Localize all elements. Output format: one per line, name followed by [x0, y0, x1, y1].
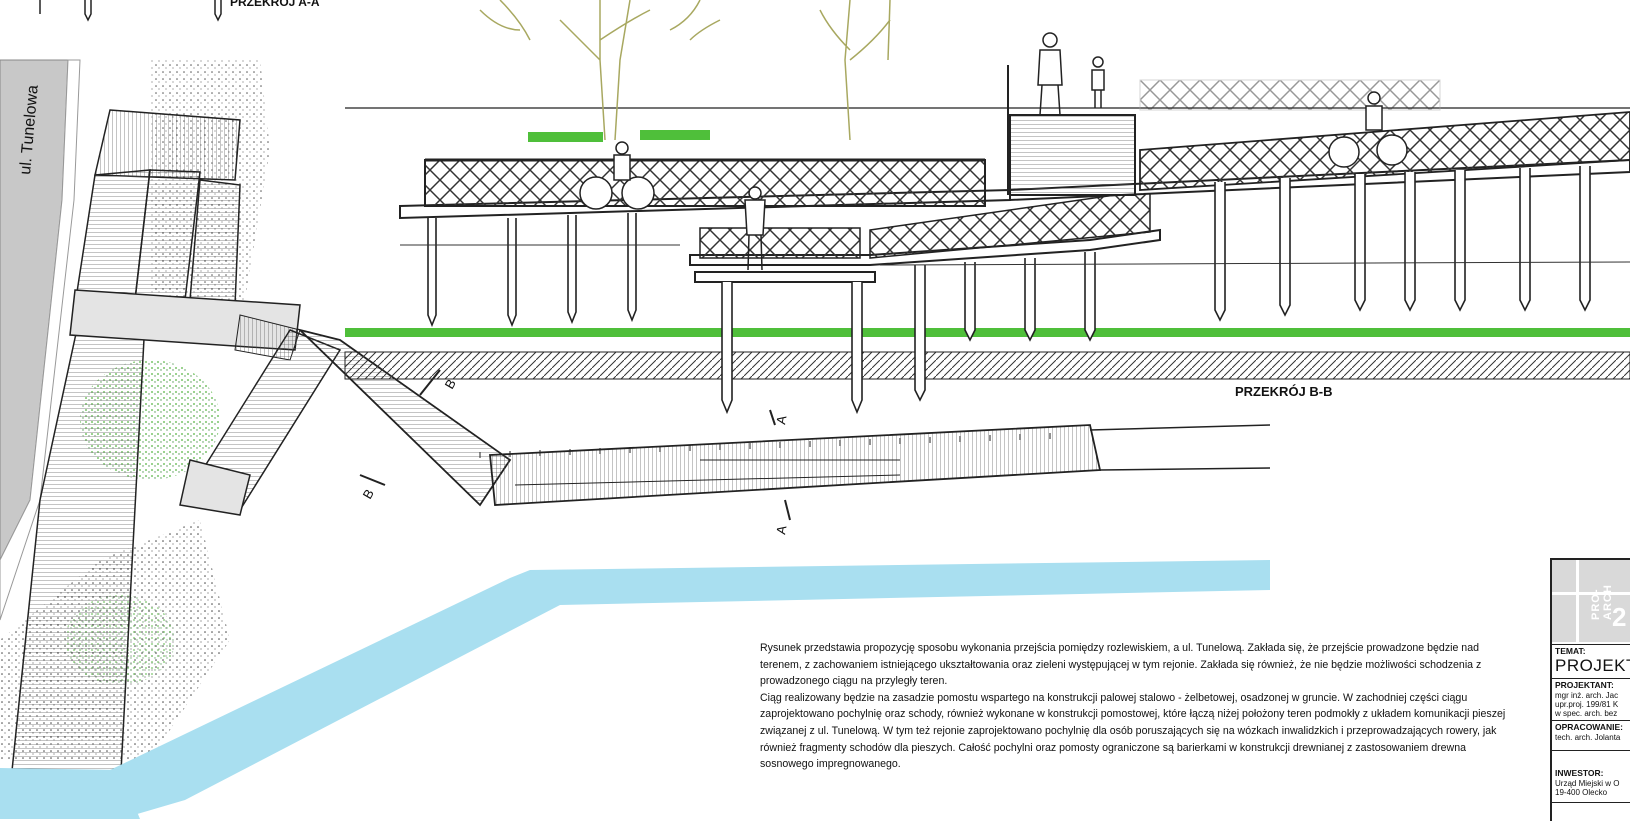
railing-panel: [1139, 79, 1441, 111]
grass-strip: [528, 132, 603, 142]
projektant-line: w spec. arch. bez: [1555, 709, 1618, 718]
title-block: PRO-ARCH 2 TEMAT: PROJEKT PROJEKTANT: mg…: [1550, 558, 1630, 821]
landing-elevation: [694, 271, 876, 283]
description-line: terenem, z zachowaniem istniejącego uksz…: [760, 658, 1482, 671]
walkway-plan: [489, 424, 1102, 506]
pile: [1404, 172, 1416, 312]
company-logo: PRO-ARCH 2: [1552, 560, 1630, 642]
cyclist-wheel: [579, 176, 613, 210]
cut-label-a: A: [773, 414, 789, 425]
pile: [1214, 182, 1226, 322]
logo-number: 2: [1612, 602, 1627, 632]
pile: [1084, 252, 1096, 342]
section-title-top: PRZEKRÓJ A-A: [230, 0, 320, 9]
pile: [851, 282, 863, 415]
cyclist-wheel: [1328, 136, 1360, 168]
pile: [1354, 174, 1366, 312]
section-title-bb: PRZEKRÓJ B-B: [1235, 384, 1333, 399]
pile: [964, 262, 976, 342]
pile: [914, 265, 926, 402]
person-figure: [1042, 32, 1058, 48]
railing-panel: [869, 189, 1151, 259]
description-line: Rysunek przedstawia propozycję sposobu w…: [760, 642, 1479, 654]
temat-value: PROJEKT: [1555, 656, 1630, 675]
pile: [1519, 168, 1531, 312]
railing-panel: [424, 159, 986, 207]
description-line: związanej z ul. Tunelową. W tym też rejo…: [760, 724, 1497, 737]
projektant-line: upr.proj. 199/81 K: [1555, 700, 1619, 709]
pile: [1579, 166, 1591, 312]
pile: [567, 215, 577, 325]
cyclist-wheel: [621, 176, 655, 210]
opracowanie-value: tech. arch. Jolanta: [1555, 733, 1621, 742]
pile: [1024, 258, 1036, 342]
cut-label-a: A: [773, 524, 789, 535]
person-figure: [748, 186, 762, 200]
person-figure: [1092, 56, 1104, 68]
ground-section: [344, 351, 1630, 380]
cut-label-b: B: [360, 486, 377, 501]
pile: [721, 282, 733, 415]
cyclist-wheel: [1376, 134, 1408, 166]
description-line: prowadzonego ciągu na przyległy teren.: [760, 675, 948, 688]
inwestor-line: Urząd Miejski w O: [1555, 779, 1620, 788]
grass-strip: [345, 328, 1630, 337]
railing-panel: [699, 227, 861, 259]
stair-tower: [1009, 114, 1136, 196]
pile: [1454, 170, 1466, 312]
opracowanie-label: OPRACOWANIE:: [1555, 722, 1623, 732]
inwestor-label: INWESTOR:: [1555, 768, 1604, 778]
logo-text: PRO-ARCH: [1590, 584, 1614, 620]
description-line: sosnowego impregnowanego.: [760, 758, 901, 771]
water: [0, 768, 140, 819]
description-line: również fragmenty schodów dla pieszych. …: [760, 741, 1466, 754]
pile: [1279, 178, 1291, 317]
description-line: zaprojektowano pochylnię oraz schody, ró…: [760, 708, 1506, 721]
person-figure: [615, 141, 629, 155]
projektant-label: PROJEKTANT:: [1555, 680, 1614, 690]
pile: [427, 218, 437, 328]
landing-plan: [179, 459, 251, 516]
inwestor-line: 19-400 Olecko: [1555, 788, 1608, 797]
projektant-line: mgr inż. arch. Jac: [1555, 691, 1619, 700]
grass-strip: [640, 130, 710, 140]
pile: [627, 213, 637, 323]
water: [110, 560, 1270, 819]
description-text: Rysunek przedstawia propozycję sposobu w…: [760, 640, 1530, 773]
ramp-plan: [94, 109, 241, 181]
description-line: Ciąg realizowany będzie na zasadzie pomo…: [760, 691, 1468, 704]
pile: [507, 218, 517, 328]
temat-label: TEMAT:: [1555, 646, 1586, 656]
person-figure: [1367, 91, 1381, 105]
